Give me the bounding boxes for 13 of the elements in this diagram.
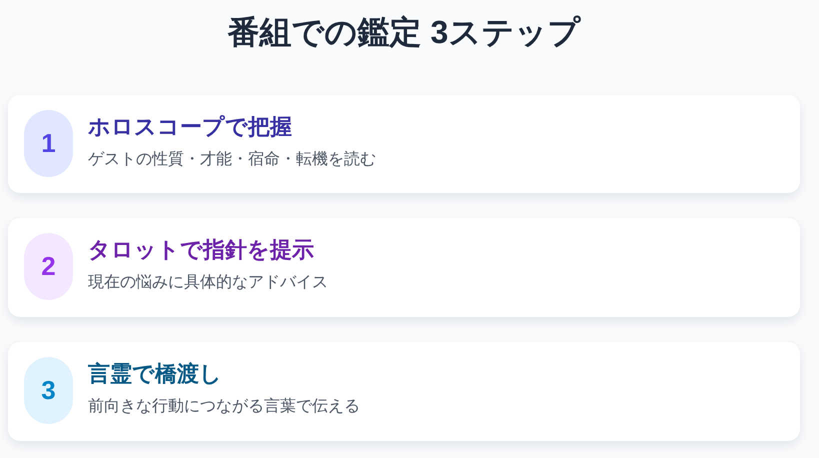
step-heading: ホロスコープで把握 (88, 113, 292, 141)
step-heading: タロットで指針を提示 (88, 236, 314, 264)
step-description: 前向きな行動につながる言葉で伝える (88, 396, 360, 417)
number-badge: 2 (24, 233, 73, 300)
step-card (8, 218, 800, 317)
step-card (8, 342, 800, 441)
step-card (8, 95, 800, 193)
step-description: ゲストの性質・才能・宿命・転機を読む (88, 150, 376, 170)
number-badge: 1 (24, 110, 73, 177)
number-badge: 3 (24, 357, 73, 424)
title: 番組での鑑定 3ステップ (228, 14, 580, 50)
step-description: 現在の悩みに具体的なアドバイス (88, 273, 328, 293)
step-heading: 言霊で橋渡し (88, 360, 222, 388)
